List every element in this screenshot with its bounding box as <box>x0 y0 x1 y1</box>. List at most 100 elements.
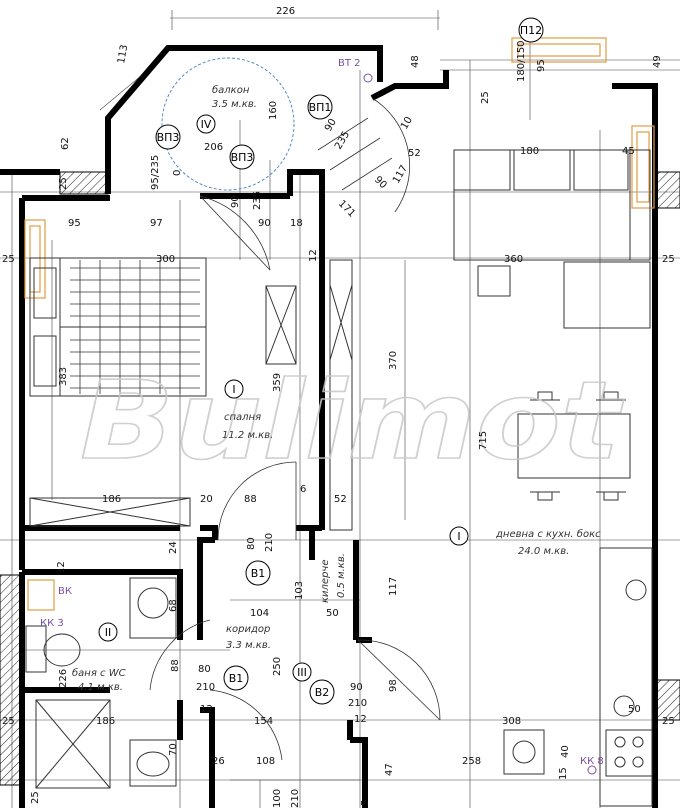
dim-98: 98 <box>388 679 399 692</box>
dim-25-d: 25 <box>662 254 675 265</box>
dim-25-c: 25 <box>2 254 15 265</box>
pantry-name: килерче <box>320 560 331 604</box>
dim-5: 5 <box>360 800 371 806</box>
bathroom-name: баня с WC <box>72 667 126 679</box>
dim-715: 715 <box>478 431 489 450</box>
room-code-bathroom: II <box>105 626 112 639</box>
watermark-text: Bulimot <box>80 359 624 484</box>
marker-b1-a: В1 <box>251 567 266 580</box>
bedroom-area: 11.2 м.кв. <box>222 430 273 441</box>
tag-bt2: ВТ 2 <box>338 58 361 69</box>
dim-90-a: 90 <box>323 117 339 134</box>
tag-vk: ВК <box>58 586 72 597</box>
dim-226-b: 226 <box>58 669 69 688</box>
dim-235-b: 235 <box>252 191 263 210</box>
dim-108: 108 <box>256 756 275 767</box>
dim-6: 6 <box>300 484 306 495</box>
dim-104: 104 <box>250 608 269 619</box>
dim-80-b: 80 <box>198 664 211 675</box>
living-area: 24.0 м.кв. <box>518 546 569 557</box>
balcony-outline <box>161 57 295 191</box>
dim-52-b: 52 <box>334 494 347 505</box>
marker-b2: В2 <box>315 686 330 699</box>
dim-90-e: 90 <box>350 682 363 693</box>
dim-0: 0 <box>172 170 183 176</box>
dim-25-f: 25 <box>662 716 675 727</box>
dim-88-b: 88 <box>170 659 181 672</box>
dim-26: 26 <box>212 756 225 767</box>
dim-50-a: 50 <box>326 608 339 619</box>
dim-100: 100 <box>272 789 283 808</box>
room-code-living: I <box>457 530 460 543</box>
room-labels: балкон 3.5 м.кв. спалня 11.2 м.кв. килер… <box>72 84 601 693</box>
dim-70: 70 <box>168 743 179 756</box>
marker-vp1: ВП1 <box>309 101 332 114</box>
dim-186-b: 186 <box>96 716 115 727</box>
corridor-area: 3.3 м.кв. <box>226 640 271 651</box>
bedroom-name: спалня <box>224 412 261 423</box>
dim-12-c: 12 <box>200 704 213 715</box>
tag-kk3: КК 3 <box>40 618 64 629</box>
opening-markers: ВП3 ВП3 ВП1 П12 В1 В1 В2 <box>155 17 544 705</box>
dim-95: 95 <box>536 59 547 72</box>
dim-235-a: 235 <box>333 129 352 151</box>
dim-68: 68 <box>168 599 179 612</box>
dimension-labels: 226 113 160 206 62 25 95/235 0 48 180/15… <box>2 6 675 808</box>
tag-kk8: КК 8 <box>580 756 604 767</box>
dim-383: 383 <box>58 367 69 386</box>
bathroom-area: 4.1 м.кв. <box>78 682 123 693</box>
dim-206: 206 <box>204 142 223 153</box>
marker-vp3-a: ВП3 <box>157 131 180 144</box>
dim-48: 48 <box>410 55 421 68</box>
room-code-balcony: IV <box>201 118 212 131</box>
dim-97: 97 <box>150 218 163 229</box>
dim-12-d: 12 <box>354 714 367 725</box>
marker-b1-b: В1 <box>229 672 244 685</box>
dim-171: 171 <box>336 198 357 219</box>
dim-154: 154 <box>254 716 273 727</box>
dim-80-a: 80 <box>246 537 257 550</box>
dim-25-e: 25 <box>2 716 15 727</box>
dim-300: 300 <box>156 254 175 265</box>
dim-117-b: 117 <box>388 577 399 596</box>
dim-25-b: 25 <box>480 91 491 104</box>
marker-p12: П12 <box>520 24 542 37</box>
dim-12-a: 12 <box>308 249 319 262</box>
dim-113: 113 <box>116 44 130 65</box>
dim-258: 258 <box>462 756 481 767</box>
dim-117-a: 117 <box>391 163 410 185</box>
dim-62: 62 <box>60 137 71 150</box>
dim-47: 47 <box>384 763 395 776</box>
balcony-area: 3.5 м.кв. <box>212 99 257 110</box>
dimension-lines <box>0 10 680 808</box>
dim-90-d: 90 <box>258 218 271 229</box>
dim-250: 250 <box>272 657 283 676</box>
room-code-bedroom: I <box>232 383 235 396</box>
dim-12-b: 12 <box>56 561 67 574</box>
dim-95-235: 95/235 <box>150 155 161 190</box>
dim-210-a: 210 <box>264 533 275 552</box>
room-codes: IV I II III I <box>98 114 469 682</box>
balcony-name: балкон <box>212 84 250 96</box>
corridor-name: коридор <box>226 624 270 635</box>
dim-95-b: 95 <box>68 218 81 229</box>
room-code-corridor: III <box>297 666 307 679</box>
dim-210-d: 210 <box>290 789 301 808</box>
living-name: дневна с кухн. бокс <box>495 528 601 540</box>
dim-226: 226 <box>276 6 295 17</box>
dim-370: 370 <box>388 351 399 370</box>
installation-tags: ВТ 2 КК 3 КК 8 ВК <box>40 58 604 775</box>
marker-vp3-b: ВП3 <box>231 151 254 164</box>
dim-10: 10 <box>399 115 415 132</box>
dim-88: 88 <box>244 494 257 505</box>
dim-45: 45 <box>622 146 635 157</box>
dim-308: 308 <box>502 716 521 727</box>
door-swings <box>149 97 441 761</box>
dim-180-150: 180/150 <box>516 40 527 82</box>
dim-210-b: 210 <box>196 682 215 693</box>
dim-50-b: 50 <box>628 704 641 715</box>
dim-52-a: 52 <box>408 148 421 159</box>
dim-360: 360 <box>504 254 523 265</box>
radiators <box>24 37 655 611</box>
